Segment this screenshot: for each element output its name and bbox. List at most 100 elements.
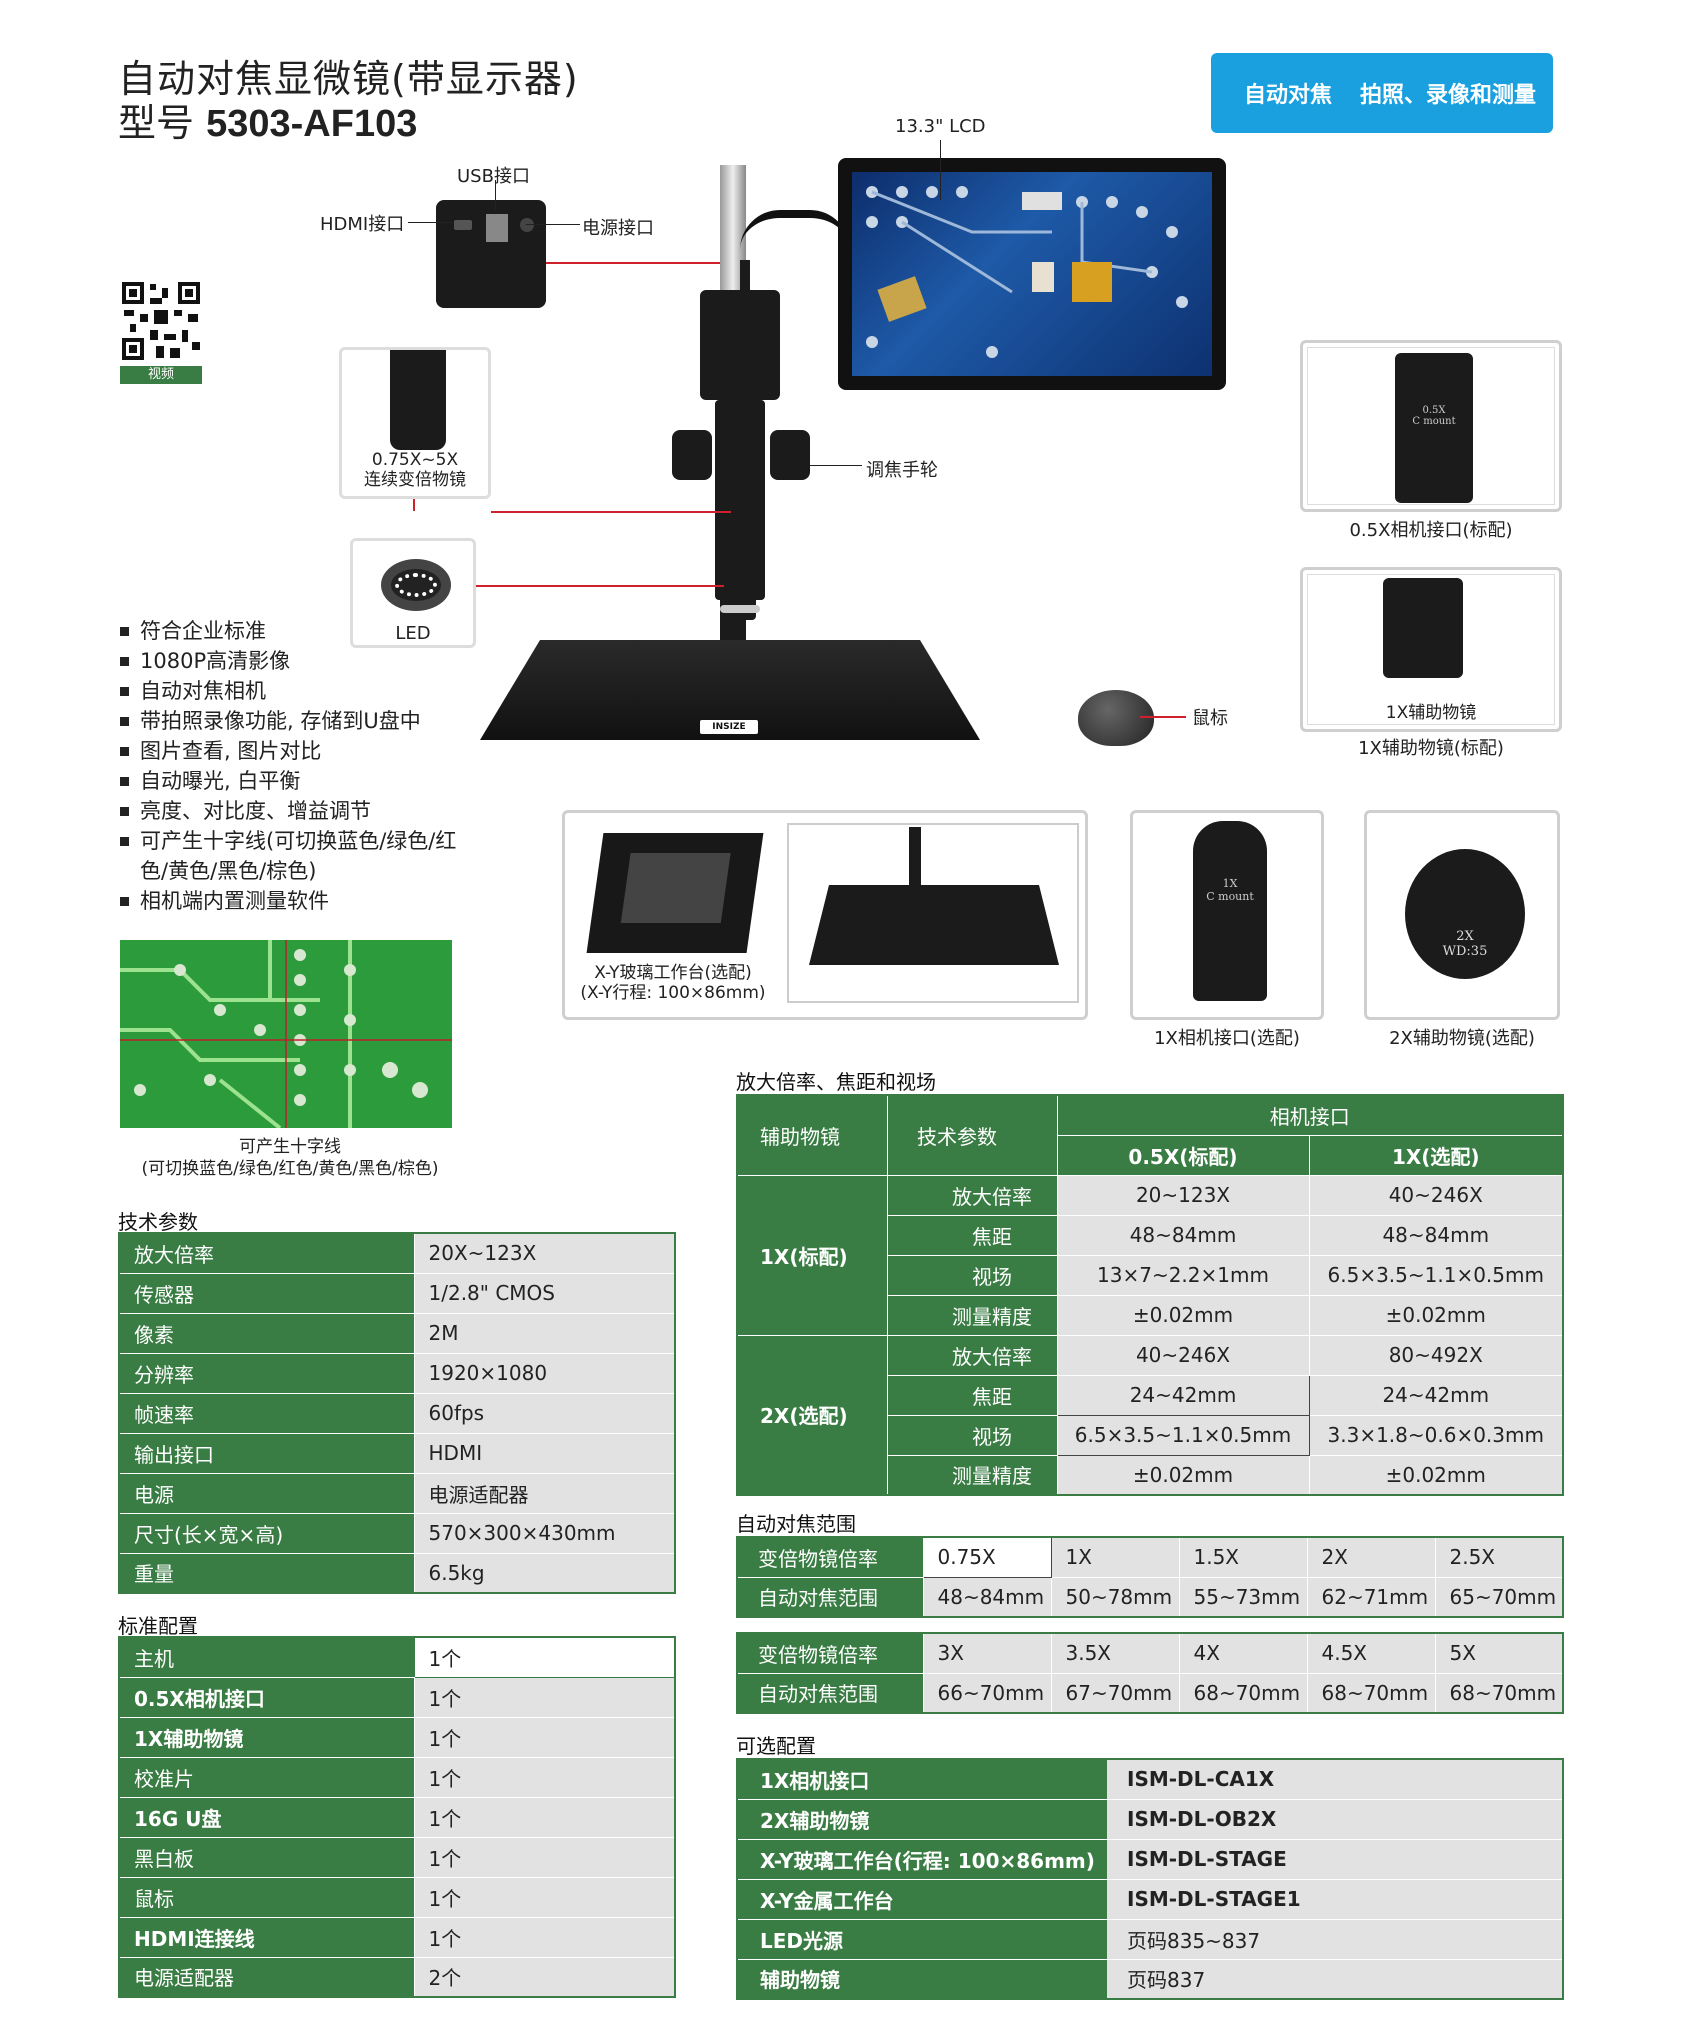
xy-stage-caption: X-Y玻璃工作台(选配) — [594, 963, 752, 983]
aux2x-wd: WD:35 — [1442, 944, 1488, 959]
brand-logo: INSIZE — [700, 720, 758, 734]
adapter-1x-inset: 1X C mount — [1130, 810, 1324, 1020]
red-leader-mouse — [1140, 716, 1186, 718]
table-row: 视场 13×7~2.2×1mm 6.5×3.5~1.1×0.5mm — [737, 1254, 1564, 1296]
qr-code-icon — [120, 280, 202, 362]
qr-code[interactable]: 视频 — [120, 280, 202, 384]
aux2x-engraving: 2X — [1456, 929, 1474, 944]
table-row: 变倍物镜倍率 0.75X 1X 1.5X 2X 2.5X — [736, 1536, 1564, 1578]
led-ring-photo — [381, 559, 451, 611]
aux1x-inset: 1X辅助物镜 — [1300, 567, 1562, 732]
feature-item: 自动对焦相机 — [120, 676, 456, 706]
adapter-05x-engraving: 0.5X — [1422, 405, 1446, 416]
page-title: 自动对焦显微镜(带显示器) — [118, 57, 579, 101]
red-leader-zoom — [491, 511, 731, 513]
table-row: X-Y玻璃工作台(行程: 100×86mm)ISM-DL-STAGE — [737, 1839, 1563, 1880]
hdmi-leader — [408, 222, 454, 223]
adapter-05x-mount: C mount — [1412, 416, 1456, 427]
qr-label: 视频 — [120, 366, 202, 384]
led-ring — [720, 605, 760, 613]
red-leader-led — [476, 585, 724, 587]
power-port-icon — [520, 218, 534, 232]
model-line: 型号 5303-AF103 — [118, 92, 417, 147]
table-row: 尺寸(长×宽×高)570×300×430mm — [119, 1513, 675, 1554]
camera-unit — [436, 200, 546, 308]
feature-item: 图片查看, 图片对比 — [120, 736, 456, 766]
table-row: 测量精度 ±0.02mm ±0.02mm — [737, 1294, 1564, 1336]
table-row: 辅助物镜页码837 — [737, 1959, 1563, 2000]
adapter-1x-engraving: 1X — [1222, 877, 1238, 890]
led-dots-icon — [395, 573, 437, 597]
table-row: 2X(选配) 放大倍率 40~246X 80~492X — [736, 1334, 1564, 1496]
adapter-1x-photo: 1X C mount — [1193, 821, 1267, 1001]
capture-badge: 拍照、录像和测量 — [1343, 53, 1553, 133]
aux1x-photo — [1383, 578, 1463, 678]
adapter-1x-caption: 1X相机接口(选配) — [1154, 1028, 1300, 1049]
adapter-05x-caption: 0.5X相机接口(标配) — [1349, 520, 1513, 541]
feature-item: 相机端内置测量软件 — [120, 886, 456, 916]
led-label: LED — [395, 623, 431, 644]
tech-title: 技术参数 — [118, 1210, 198, 1234]
pcb-crosshair-icon — [120, 940, 452, 1128]
microscope-with-stage — [787, 823, 1079, 1003]
usb-leader — [495, 180, 496, 210]
zoom-lens-label: 连续变倍物镜 — [364, 470, 466, 490]
crosshair-pcb-photo — [120, 940, 452, 1128]
zoom-lens-photo — [390, 350, 446, 450]
xy-stage-photo — [586, 833, 764, 953]
power-label: 电源接口 — [582, 218, 654, 239]
red-leader-camera — [546, 262, 728, 264]
adapter-05x-inset: 0.5X C mount — [1300, 340, 1562, 512]
usb-label: USB接口 — [457, 166, 530, 187]
autofocus-table-1: 变倍物镜倍率 0.75X 1X 1.5X 2X 2.5X 自动对焦范围 48~8… — [736, 1536, 1564, 1618]
table-row: 焦距 48~84mm 48~84mm — [737, 1214, 1564, 1256]
magnification-title: 放大倍率、焦距和视场 — [736, 1070, 936, 1094]
hdmi-label: HDMI接口 — [320, 214, 405, 235]
table-row: 自动对焦范围 66~70mm 67~70mm 68~70mm 68~70mm 6… — [736, 1672, 1564, 1714]
feature-item: 1080P高清影像 — [120, 646, 456, 676]
xy-stage-inset: X-Y玻璃工作台(选配) (X-Y行程: 100×86mm) — [562, 810, 1088, 1020]
feature-item: 自动曝光, 白平衡 — [120, 766, 456, 796]
aux2x-photo: 2X WD:35 — [1405, 849, 1525, 979]
aux2x-caption: 2X辅助物镜(选配) — [1389, 1028, 1535, 1049]
model-prefix: 型号 — [118, 101, 195, 145]
table-row: 辅助物镜 技术参数 相机接口 — [736, 1094, 1564, 1176]
focus-knob-right[interactable] — [770, 430, 810, 480]
lcd-monitor — [838, 158, 1226, 390]
xy-stage-travel: (X-Y行程: 100×86mm) — [580, 983, 766, 1003]
table-row: 测量精度 ±0.02mm ±0.02mm — [737, 1454, 1564, 1496]
table-row: 1X(标配) 放大倍率 20~123X 40~246X — [736, 1174, 1564, 1336]
mouse-label: 鼠标 — [1192, 708, 1228, 729]
autofocus-title: 自动对焦范围 — [736, 1512, 856, 1536]
hdmi-port-icon — [454, 220, 472, 230]
standard-title: 标准配置 — [118, 1614, 198, 1638]
aux1x-image-label: 1X辅助物镜 — [1385, 703, 1477, 723]
autofocus-table-2: 变倍物镜倍率 3X 3.5X 4X 4.5X 5X 自动对焦范围 66~70mm… — [736, 1632, 1564, 1714]
red-leader-zoom-v — [413, 499, 415, 511]
pcb-pattern-icon — [866, 186, 1188, 358]
mouse-photo — [1078, 690, 1154, 746]
zoom-lens-inset: 0.75X~5X 连续变倍物镜 — [339, 347, 491, 499]
focus-leader — [810, 465, 862, 466]
optional-title: 可选配置 — [736, 1734, 816, 1758]
aux1x-caption: 1X辅助物镜(标配) — [1358, 738, 1504, 759]
power-leader — [526, 224, 580, 225]
focus-knob-left[interactable] — [672, 430, 712, 480]
